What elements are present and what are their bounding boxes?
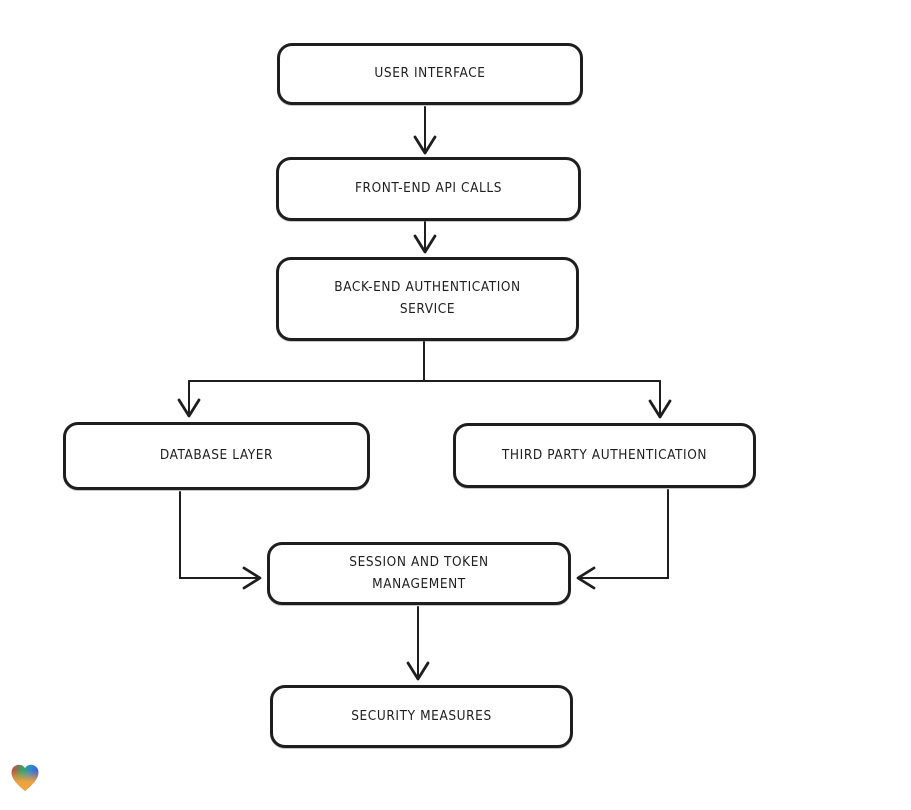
node-session-and-token-management-label: SESSION AND TOKEN MANAGEMENT — [349, 553, 489, 592]
node-security-measures: SECURITY MEASURES — [270, 685, 573, 748]
edge-thirdparty-to-session-arrow — [576, 489, 669, 590]
node-third-party-authentication-label: THIRD PARTY AUTHENTICATION — [501, 446, 708, 463]
node-session-and-token-management: SESSION AND TOKEN MANAGEMENT — [267, 542, 571, 605]
node-back-end-authentication-service: BACK-END AUTHENTICATION SERVICE — [276, 257, 579, 341]
edge-database-to-session-arrow — [179, 491, 262, 590]
node-back-end-authentication-service-label: BACK-END AUTHENTICATION SERVICE — [334, 279, 521, 317]
node-database-layer: DATABASE LAYER — [63, 422, 370, 490]
node-database-layer-label: DATABASE LAYER — [159, 447, 274, 464]
node-security-measures-label: SECURITY MEASURES — [351, 707, 492, 724]
gradient-heart-logo-icon[interactable] — [8, 761, 42, 795]
node-third-party-authentication: THIRD PARTY AUTHENTICATION — [453, 423, 756, 488]
node-user-interface-label: USER INTERFACE — [374, 65, 486, 82]
node-front-end-api-calls: FRONT-END API CALLS — [276, 157, 581, 221]
node-front-end-api-calls-label: FRONT-END API CALLS — [354, 180, 503, 197]
node-user-interface: USER INTERFACE — [277, 43, 583, 105]
